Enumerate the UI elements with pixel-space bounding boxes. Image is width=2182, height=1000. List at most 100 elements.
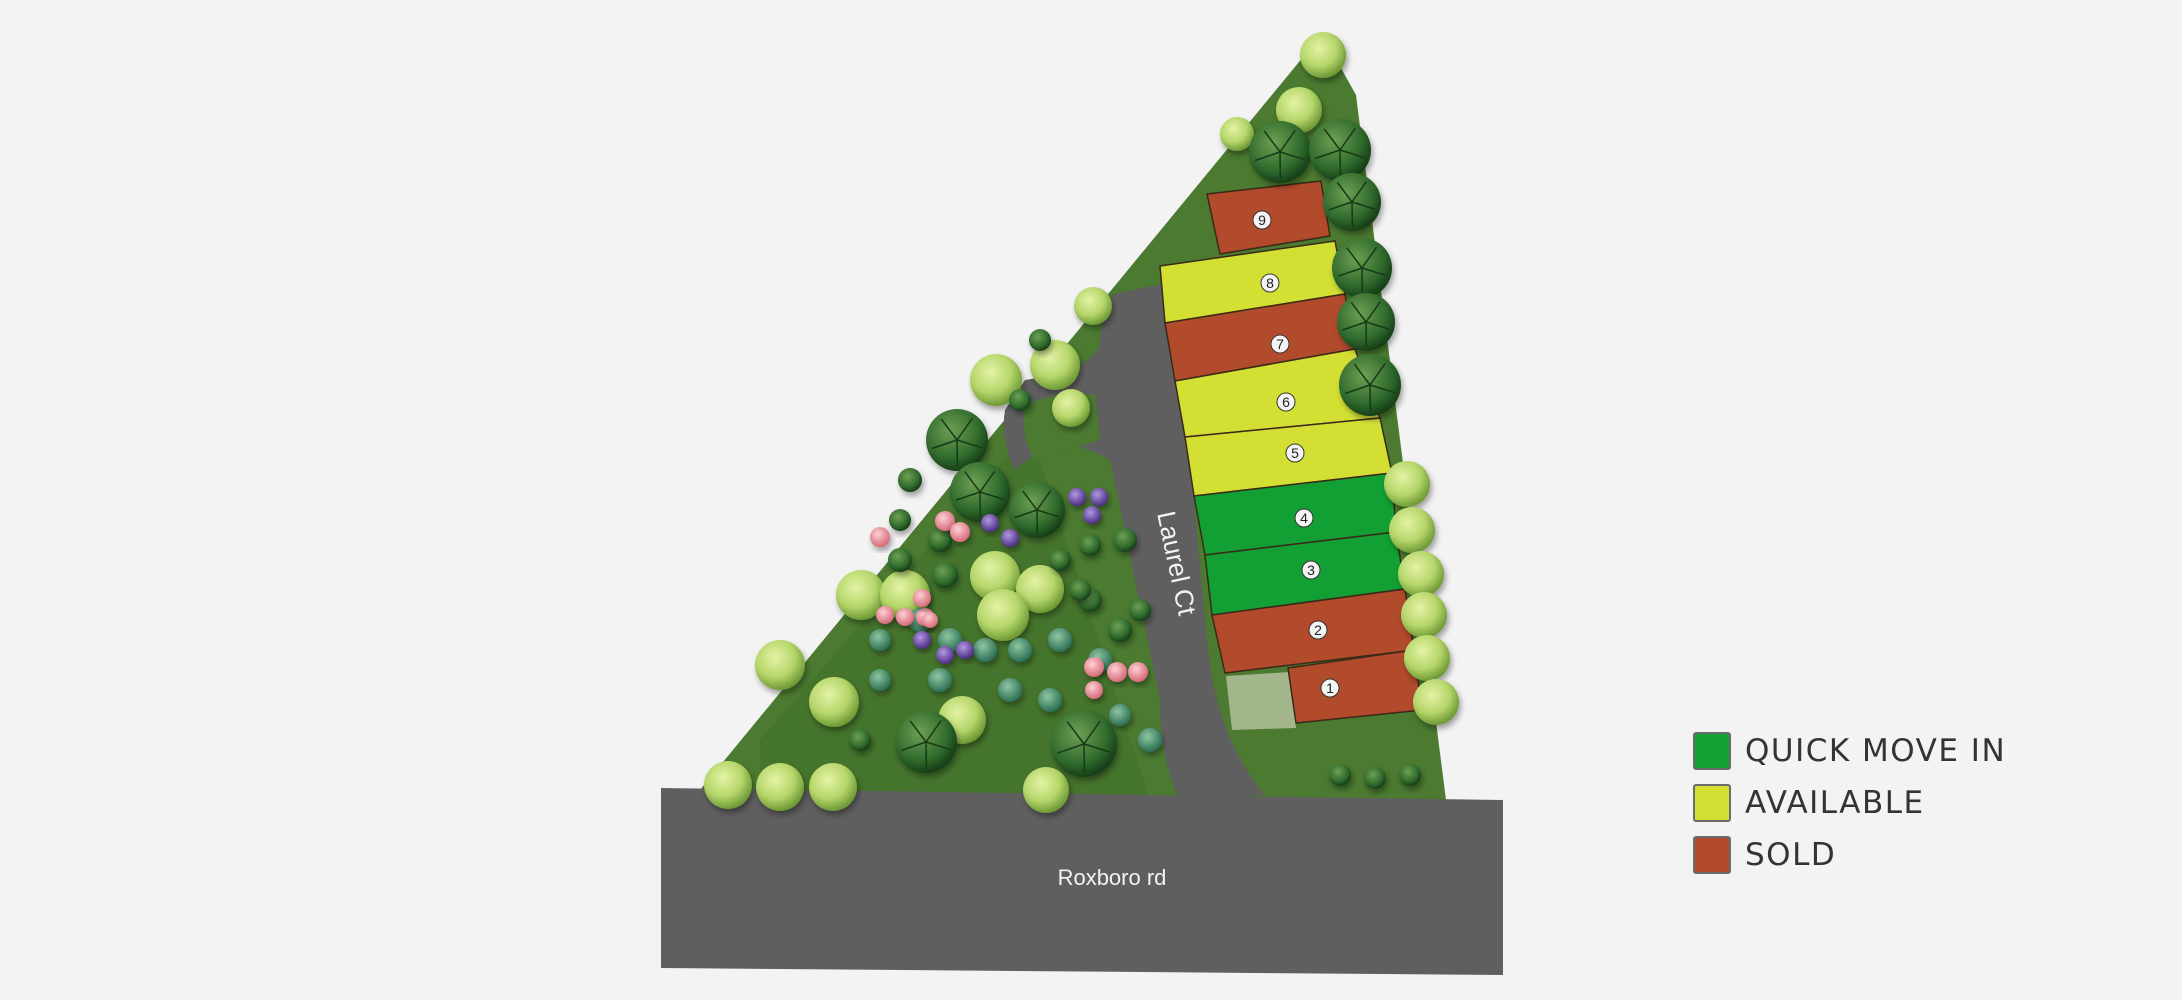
tree-icon <box>1220 117 1254 151</box>
tree-icon <box>1337 293 1395 351</box>
shrub-icon <box>1329 764 1351 786</box>
lot-9[interactable]: 9 <box>1206 180 1331 255</box>
lot-number-badge <box>1276 392 1296 412</box>
shrub-icon <box>889 509 911 531</box>
lot-number-badge <box>1270 334 1290 354</box>
legend-item-quick-move-in[interactable]: QUICK MOVE IN <box>1693 730 2006 772</box>
lot-number-badge <box>1294 508 1314 528</box>
flower-icon <box>1068 488 1086 506</box>
shrub-icon <box>1113 528 1137 552</box>
flower-icon <box>950 522 970 542</box>
lot-number-badge <box>1252 210 1272 230</box>
legend-label-sold: SOLD <box>1745 837 1837 873</box>
shrub-icon <box>973 638 997 662</box>
tree-icon <box>809 677 859 727</box>
flower-icon <box>922 612 938 628</box>
main-road <box>661 788 1503 975</box>
main-road-label: Roxboro rd <box>1058 865 1167 890</box>
shrub-icon <box>869 629 891 651</box>
shrub-icon <box>1049 549 1071 571</box>
flower-icon <box>1090 488 1108 506</box>
flower-icon <box>913 631 931 649</box>
tree-icon <box>970 354 1022 406</box>
lot-7[interactable]: 7 <box>1164 293 1356 382</box>
flower-icon <box>1083 506 1101 524</box>
lot-number-label: 7 <box>1276 336 1284 352</box>
lot-number-badge <box>1320 678 1340 698</box>
shrub-icon <box>1364 767 1386 789</box>
tree-icon <box>755 640 805 690</box>
tree-icon <box>1413 679 1459 725</box>
shrub-icon <box>1109 704 1131 726</box>
lot-number-label: 9 <box>1258 212 1266 228</box>
shrub-icon <box>998 678 1022 702</box>
shrub-icon <box>869 669 891 691</box>
tree-icon <box>1249 121 1311 183</box>
flower-icon <box>1084 657 1104 677</box>
tree-icon <box>977 589 1029 641</box>
shrub-icon <box>1138 728 1162 752</box>
lot-6[interactable]: 6 <box>1174 348 1382 438</box>
tree-icon <box>1398 551 1444 597</box>
flower-icon <box>876 606 894 624</box>
lot-1[interactable]: 1 <box>1287 649 1423 724</box>
tree-icon <box>895 711 957 773</box>
shrub-icon <box>938 628 962 652</box>
legend-swatch-quick-move-in <box>1693 732 1731 770</box>
flower-icon <box>913 589 931 607</box>
lot-number-label: 1 <box>1326 680 1334 696</box>
shrub-icon <box>849 729 871 751</box>
flower-icon <box>1085 681 1103 699</box>
flower-icon <box>896 608 914 626</box>
flower-icon <box>1107 662 1127 682</box>
tree-icon <box>1030 340 1080 390</box>
lot-4[interactable]: 4 <box>1193 472 1397 556</box>
flower-icon <box>935 511 955 531</box>
tree-icon <box>950 462 1010 522</box>
legend-item-available[interactable]: AVAILABLE <box>1693 782 2006 824</box>
legend-label-available: AVAILABLE <box>1745 785 1925 821</box>
tree-icon <box>1074 287 1112 325</box>
shrub-icon <box>1008 638 1032 662</box>
shrub-icon <box>888 548 912 572</box>
tree-icon <box>1389 507 1435 553</box>
flower-icon <box>1128 662 1148 682</box>
lot-number-label: 6 <box>1282 394 1290 410</box>
tree-icon <box>1323 173 1381 231</box>
tree-icon <box>880 570 930 620</box>
shrub-icon <box>1399 764 1421 786</box>
shrub-icon <box>1038 688 1062 712</box>
lot-number-badge <box>1285 443 1305 463</box>
lawn-patch <box>1226 672 1296 730</box>
lot-number-label: 2 <box>1314 622 1322 638</box>
tree-icon <box>756 763 804 811</box>
flower-icon <box>1001 529 1019 547</box>
tree-icon <box>1009 482 1065 538</box>
lot-number-badge <box>1260 273 1280 293</box>
shrub-icon <box>898 468 922 492</box>
shrub-icon <box>1108 618 1132 642</box>
legend-item-sold[interactable]: SOLD <box>1693 834 2006 876</box>
tree-icon <box>1023 767 1069 813</box>
lot-number-label: 4 <box>1300 510 1308 526</box>
shrub-icon <box>1009 389 1031 411</box>
tree-icon <box>1300 32 1346 78</box>
tree-icon <box>809 763 857 811</box>
tree-icon <box>1276 87 1322 133</box>
tree-icon <box>1332 238 1392 298</box>
flower-icon <box>956 641 974 659</box>
tree-icon <box>1339 354 1401 416</box>
tree-icon <box>1051 711 1117 777</box>
legend-swatch-sold <box>1693 836 1731 874</box>
tree-icon <box>704 761 752 809</box>
tree-icon <box>1052 389 1090 427</box>
tree-icon <box>970 551 1020 601</box>
tree-icon <box>926 409 988 471</box>
tree-icon <box>1309 119 1371 181</box>
flower-icon <box>870 527 890 547</box>
shrub-icon <box>932 562 958 588</box>
shrub-icon <box>1048 628 1072 652</box>
tree-icon <box>1016 565 1064 613</box>
